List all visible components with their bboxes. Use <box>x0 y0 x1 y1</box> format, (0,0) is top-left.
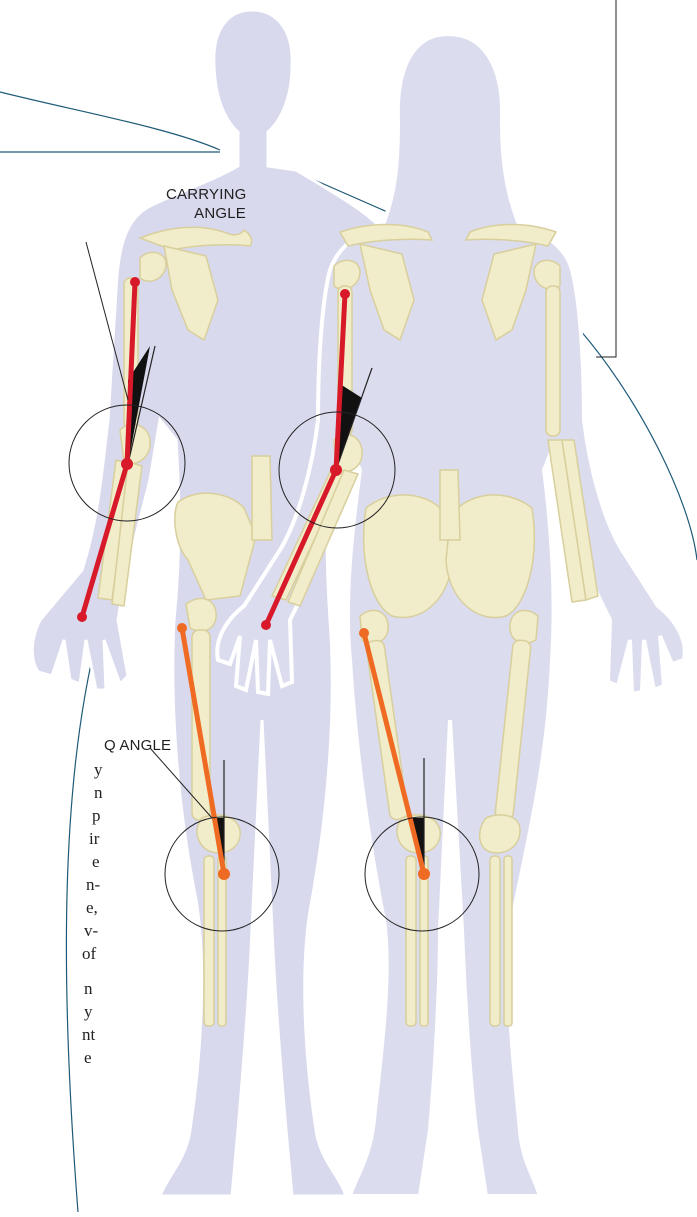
text-fragment: p <box>92 806 101 826</box>
wrist-point-male <box>77 612 87 622</box>
text-fragment: ir <box>89 829 99 849</box>
text-fragment: n- <box>86 875 100 895</box>
knee-point-male <box>218 868 230 880</box>
text-fragment: v- <box>84 921 98 941</box>
wrist-point-female <box>261 620 271 630</box>
text-fragment: e <box>92 852 100 872</box>
text-fragment: of <box>82 944 96 964</box>
q-angle-label: Q ANGLE <box>104 736 171 755</box>
frame-box <box>596 0 616 357</box>
text-fragment: nt <box>82 1025 95 1045</box>
carrying-angle-label-line2: ANGLE <box>166 204 246 223</box>
shoulder-point-female <box>340 289 350 299</box>
text-fragment: n <box>94 783 103 803</box>
carrying-angle-label-line1: CARRYING <box>166 185 246 204</box>
frame-curve-top-left <box>0 92 220 150</box>
elbow-point-male <box>121 458 133 470</box>
hip-point-male <box>177 623 187 633</box>
text-fragment: e <box>84 1048 92 1068</box>
shoulder-point-male <box>130 277 140 287</box>
text-fragment: y <box>84 1002 93 1022</box>
elbow-point-female <box>330 464 342 476</box>
knee-point-female <box>418 868 430 880</box>
text-fragment: y <box>94 760 103 780</box>
text-fragment: e, <box>86 898 98 918</box>
hip-point-female <box>359 628 369 638</box>
text-fragment: n <box>84 979 93 999</box>
